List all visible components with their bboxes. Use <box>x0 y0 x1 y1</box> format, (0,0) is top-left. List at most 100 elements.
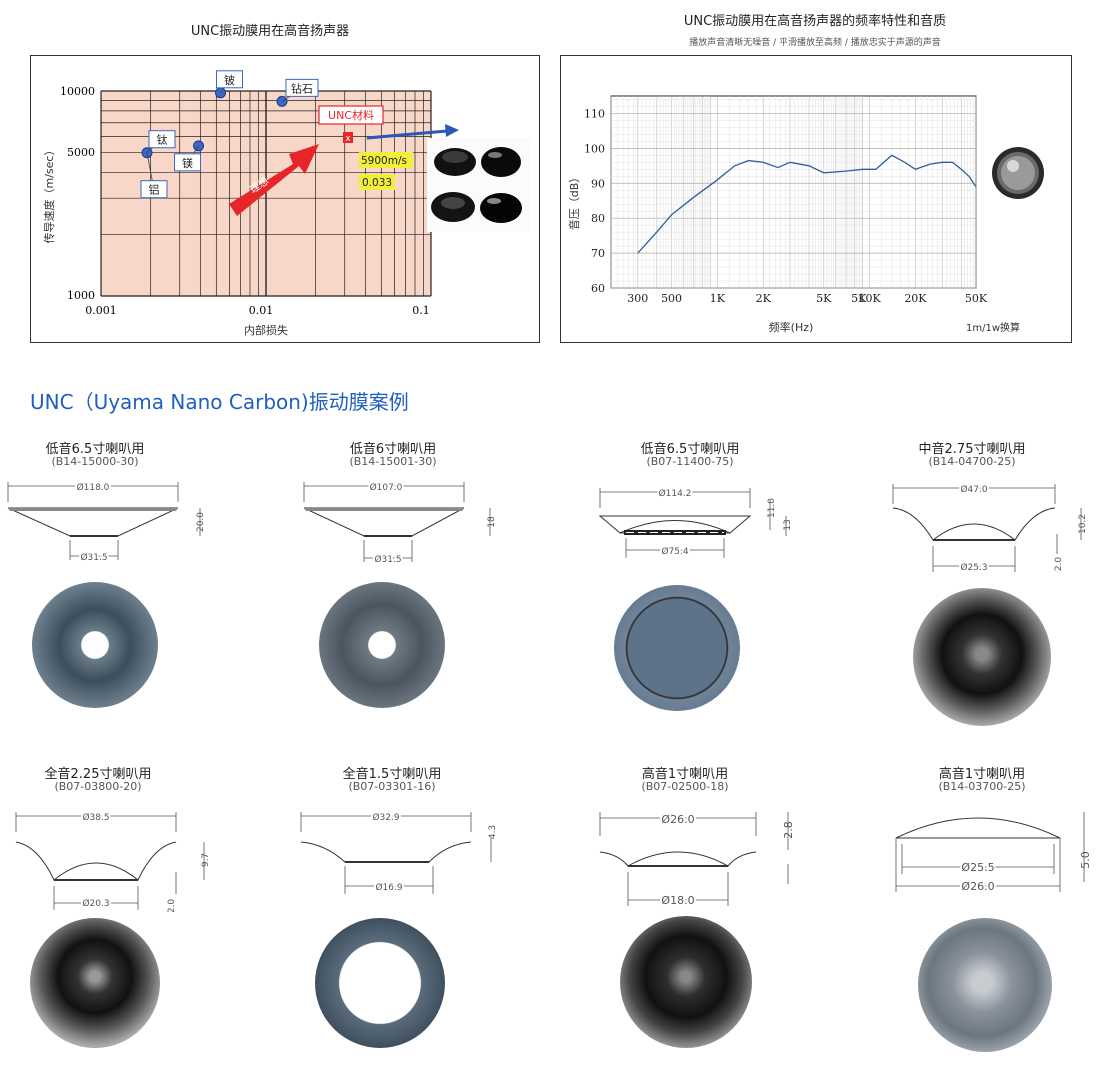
y-tick-5000: 5000 <box>67 146 95 159</box>
freq-y-tick: 80 <box>591 212 605 225</box>
right-chart-title: UNC振动膜用在高音扬声器的频率特性和音质 <box>683 14 947 29</box>
case-5-dim-inner: Ø20.3 <box>82 898 109 909</box>
case-3-dim-height-a: 11.0 <box>767 498 777 518</box>
case-2-photo <box>319 582 445 708</box>
freq-y-tick: 70 <box>591 247 605 260</box>
unc-label: UNC材料 <box>328 108 374 122</box>
case-8-code: (B14-03700-25) <box>938 780 1026 793</box>
freq-y-tick: 90 <box>591 177 605 190</box>
unc-marker <box>343 132 353 143</box>
x-axis-label: 内部损失 <box>244 323 288 337</box>
case-5-photo <box>30 918 160 1048</box>
case-3-dim-height-b: 13 <box>783 519 793 530</box>
unc-speed-value: 5900m/s <box>361 155 407 167</box>
case-3-title: 低音6.5寸喇叭用 <box>640 442 740 457</box>
freq-x-tick: 10K <box>858 292 881 305</box>
case-2-code: (B14-15001-30) <box>349 455 437 468</box>
freq-plot-area <box>610 95 977 289</box>
freq-note: 1m/1w换算 <box>966 321 1020 334</box>
case-5-drawing: Ø38.5 Ø20.3 9.7 2.0 <box>15 810 211 912</box>
case-4-dim-outer: Ø47.0 <box>960 484 987 495</box>
case-2-dim-outer: Ø107.0 <box>370 482 403 493</box>
point-label: 镁 <box>182 156 193 170</box>
case-4-drawing: Ø47.0 Ø25.3 10.2 2.0 <box>892 482 1088 575</box>
case-7-title: 高音1寸喇叭用 <box>641 767 729 782</box>
case-5-title: 全音2.25寸喇叭用 <box>44 767 152 782</box>
left-chart-title: UNC振动膜用在高音扬声器 <box>190 24 350 39</box>
left-chart-panel: 10000 5000 1000 0.001 0.01 0.1 内部损失 传导速度… <box>30 55 540 343</box>
point-label-box <box>285 78 319 97</box>
case-5-dim-height: 9.7 <box>201 853 211 867</box>
case-2-dim-height: 18 <box>487 516 497 528</box>
case-1-drawing: Ø118.0 Ø31.5 20.0 <box>7 480 206 565</box>
freq-y-axis-label: 音压（dB） <box>567 172 581 231</box>
point-label-box <box>216 70 244 89</box>
freq-x-tick: 5K <box>851 292 867 305</box>
x-tick-01: 0.1 <box>412 304 430 317</box>
freq-x-tick: 300 <box>627 292 648 305</box>
case-7-dim-outer: Ø26.0 <box>661 813 694 826</box>
case-8-dim-outer: Ø26.0 <box>961 880 994 893</box>
case-2-drawing: Ø107.0 Ø31.5 18 <box>303 480 497 567</box>
freq-y-tick: 110 <box>584 107 605 120</box>
unc-marker-label: x <box>345 134 351 144</box>
case-3-dim-inner: Ø75.4 <box>661 546 688 557</box>
case-3-drawing: Ø114.2 Ø75.4 11.0 13 <box>598 486 793 559</box>
right-chart-subtitle: 播放声音清晰无噪音 / 平滑播放至高频 / 播放忠实于声源的声音 <box>689 38 941 48</box>
freq-x-tick: 2K <box>756 292 772 305</box>
case-1-dim-inner: Ø31.5 <box>80 552 107 563</box>
case-1-dim-outer: Ø118.0 <box>77 482 110 493</box>
sample-domes-photo <box>427 138 531 232</box>
y-axis-label: 传导速度（m/sec） <box>42 145 56 244</box>
case-6-photo <box>315 918 445 1048</box>
freq-x-tick: 20K <box>904 292 927 305</box>
case-4-title: 中音2.75寸喇叭用 <box>918 442 1026 457</box>
case-7-drawing: Ø26.0 Ø18.0 2.8 <box>599 811 795 909</box>
freq-y-tick: 60 <box>591 282 605 295</box>
case-7-code: (B07-02500-18) <box>641 780 729 793</box>
freq-x-tick: 50K <box>965 292 988 305</box>
case-3-dim-outer: Ø114.2 <box>659 488 692 499</box>
case-7-photo <box>620 916 752 1048</box>
case-5-code: (B07-03800-20) <box>54 780 142 793</box>
point-label: 钻石 <box>291 81 313 95</box>
case-6-title: 全音1.5寸喇叭用 <box>342 767 442 782</box>
case-6-dim-height: 4.3 <box>488 825 498 839</box>
case-2-dim-inner: Ø31.5 <box>374 554 401 565</box>
unc-blue-arrow <box>366 124 459 140</box>
case-8-title: 高音1寸喇叭用 <box>938 767 1026 782</box>
frequency-response-curve <box>637 154 977 254</box>
case-8-dim-inner: Ø25.5 <box>961 861 994 874</box>
freq-x-tick: 500 <box>661 292 682 305</box>
section-title: UNC（Uyama Nano Carbon)振动膜案例 <box>30 390 409 414</box>
case-3-photo <box>614 585 740 711</box>
case-5-dim-outer: Ø38.5 <box>82 812 109 823</box>
case-6-code: (B07-03301-16) <box>348 780 436 793</box>
freq-x-tick: 1K <box>710 292 726 305</box>
point-label-box <box>140 180 168 199</box>
case-2-title: 低音6寸喇叭用 <box>349 442 437 457</box>
case-4-code: (B14-04700-25) <box>928 455 1016 468</box>
x-tick-0001: 0.001 <box>85 304 117 317</box>
point-label-box <box>148 130 176 149</box>
case-8-drawing: Ø25.5 Ø26.0 5.0 <box>895 812 1092 895</box>
unc-loss-value: 0.033 <box>362 177 392 189</box>
case-7-dim-inner: Ø18.0 <box>661 894 694 907</box>
case-4-dim-inner: Ø25.3 <box>960 562 987 573</box>
y-tick-1000: 1000 <box>67 289 95 302</box>
case-6-drawing: Ø32.9 Ø16.9 4.3 <box>300 810 498 895</box>
unc-label-box <box>318 105 384 125</box>
unc-speed-tag <box>359 152 413 168</box>
case-8-photo <box>918 918 1052 1052</box>
case-5-dim-thickness: 2.0 <box>167 899 177 912</box>
case-4-dim-height: 10.2 <box>1078 514 1088 534</box>
unc-loss-tag <box>359 174 395 190</box>
point-label: 铝 <box>148 183 159 197</box>
point-label: 钛 <box>156 133 167 147</box>
case-4-photo <box>913 588 1051 726</box>
left-chart-svg: 10000 5000 1000 0.001 0.01 0.1 内部损失 传导速度… <box>42 70 531 337</box>
case-1-code: (B14-15000-30) <box>51 455 139 468</box>
tweeter-photo <box>992 147 1044 199</box>
freq-x-axis-label: 频率(Hz) <box>769 320 814 334</box>
